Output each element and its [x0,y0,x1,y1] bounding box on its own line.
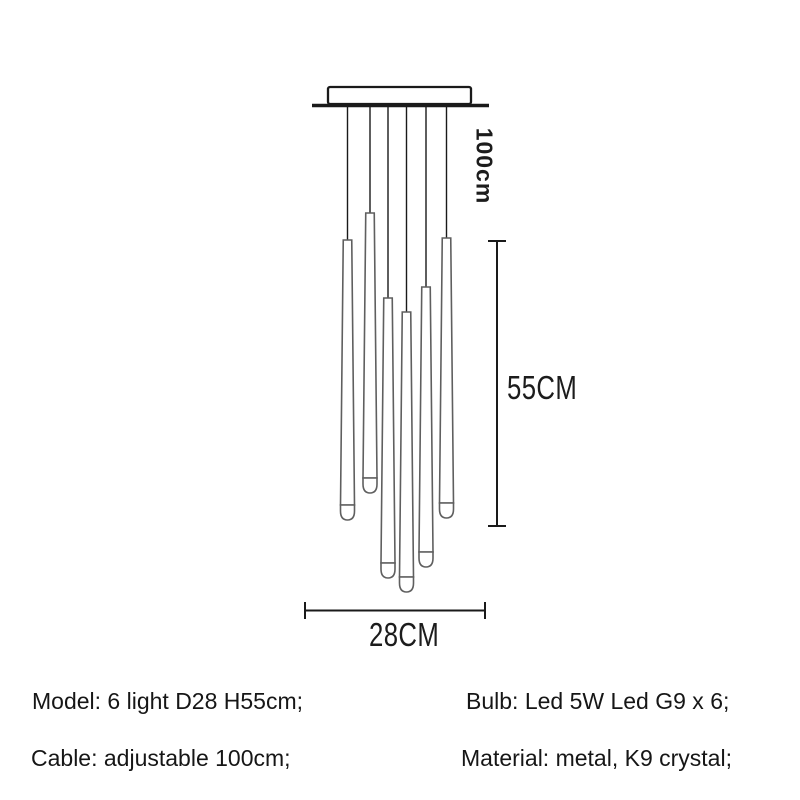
pendant-tube-4 [398,311,415,593]
spec-material-text: Material: metal, K9 crystal; [461,745,732,771]
cable-length-label: 100cm [471,127,498,205]
spec-bulb-text: Bulb: Led 5W Led G9 x 6; [466,688,730,714]
diameter-dimension [304,602,486,619]
suspension-cables [346,107,448,312]
spec-model-text: Model: 6 light D28 H55cm; [32,688,304,714]
pendant-tube-3 [380,297,396,579]
diameter-dimension-label: 28CM [369,616,440,653]
pendant-tube-5 [418,286,434,568]
pendant-tube-2 [362,212,378,494]
ceiling-canopy-plate [326,85,473,106]
pendant-tubes [339,212,455,593]
pendant-tube-6 [438,237,455,519]
spec-cable-text: Cable: adjustable 100cm; [31,745,291,771]
height-dimension-label: 55CM [507,369,578,406]
pendant-tube-1 [339,239,356,521]
height-dimension [488,240,506,527]
